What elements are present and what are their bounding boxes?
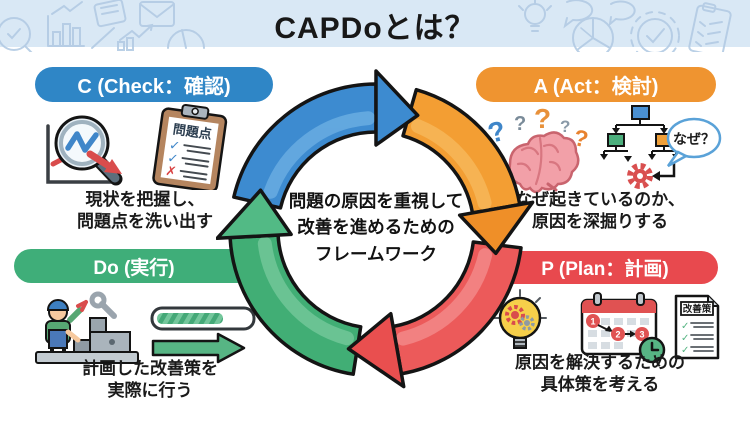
cycle-arrowhead-act [457,200,535,256]
svg-text:✓: ✓ [168,137,181,153]
svg-text:?: ? [560,117,570,136]
section-label-check: C (Check：確認) [77,76,231,98]
why-bubble-text: なぜ？ [673,131,715,147]
act-description: なぜ起きているのか、 原因を深掘りする [470,189,730,234]
capdo-cycle-diagram [216,69,535,389]
logic-tree-icon [600,105,680,162]
svg-text:✓: ✓ [166,150,179,166]
progress-bar [150,306,256,331]
act-desc-line1: なぜ起きているのか、 [515,190,685,209]
cycle-center-circle [276,130,476,330]
trend-doodle-icon [91,23,154,51]
section-label-act: A (Act：検討) [533,76,659,98]
question-marks-icon: ? ? ? ? ? [485,103,591,152]
clipboard-doodle-icon [688,2,732,52]
wrench-icon [89,291,117,319]
lightbulb-doodle-icon [518,0,552,32]
decorative-doodles-right [518,0,732,52]
page-title: CAPDoとは？ [274,12,476,45]
cycle-arrowhead-do [216,188,293,241]
calendar-step-1: 1 [590,317,595,327]
do-illustration [35,291,256,364]
check-illustration: 問題点 ✓ ✓ ✗ [46,103,228,190]
center-text-line2: 改善を進めるための [297,217,455,238]
bar-chart-doodle-icon [47,1,85,47]
plan-desc-line2: 具体策を考える [540,375,660,395]
gear-check-doodle-icon [630,11,680,52]
plan-desc-line1: 原因を解決するための [515,353,685,372]
chart-axes-icon [46,124,114,184]
gear-icon [627,160,676,189]
do-desc-line1: 計画した改善策を [82,359,218,378]
cycle-center-text: 問題の原因を重視して 改善を進めるための フレームワーク [266,188,486,267]
clock-icon [638,336,666,364]
lightbulb-icon [493,289,547,349]
clipboard-title: 問題点 [172,122,213,142]
svg-text:✓: ✓ [681,321,689,332]
act-illustration: ? ? ? ? ? [485,103,722,194]
section-label-do: Do (実行) [93,257,175,279]
calendar-step-2: 2 [615,330,620,340]
center-text-line3: フレームワーク [315,243,437,264]
svg-text:?: ? [514,113,526,135]
pie-chart-doodle-icon [572,17,614,52]
document-icon: 改善策 ✓✓✓ [674,294,720,360]
svg-text:✓: ✓ [681,333,689,344]
svg-text:?: ? [534,103,551,134]
check-description: 現状を把握し、 問題点を洗い出す [15,189,275,234]
forward-arrow-icon [151,332,246,364]
brain-icon [508,131,580,194]
svg-text:✓: ✓ [681,345,689,356]
gauge-doodle-icon [167,29,205,49]
center-text-line1: 問題の原因を重視して [288,191,464,211]
decorative-doodles-left [0,0,205,52]
title-band [0,0,750,47]
calendar-step-3: 3 [639,330,644,340]
do-desc-line2: 実際に行う [107,381,193,401]
section-pill-check: C (Check：確認) [35,67,273,102]
cycle-arrowhead-plan [346,311,406,389]
check-desc-line2: 問題点を洗い出す [77,212,213,232]
speech-doodle-icon [563,0,636,29]
calendar-icon: 1 2 3 [580,292,666,364]
memo-doodle-icon [93,0,127,28]
clipboard-icon: 問題点 ✓ ✓ ✗ [152,103,228,190]
section-pill-act: A (Act：検討) [476,67,716,102]
worker-icon [35,291,139,364]
down-arrow-icon [86,150,122,174]
why-speech-bubble: なぜ？ [666,117,722,168]
plan-description: 原因を解決するための 具体策を考える [470,352,730,397]
document-title: 改善策 [683,303,712,315]
do-description: 計画した改善策を 実際に行う [20,358,280,403]
cycle-arrowhead-check [374,69,420,147]
check-desc-line1: 現状を把握し、 [85,190,205,209]
section-label-plan: P (Plan：計画) [541,259,669,280]
svg-text:✗: ✗ [165,163,178,179]
magnifier-doodle-icon [0,17,31,51]
act-desc-line2: 原因を深掘りする [532,212,668,232]
machine-icon [73,317,131,353]
envelope-doodle-icon [139,1,175,27]
plan-illustration: 1 2 3 改善策 ✓✓✓ [493,289,720,364]
